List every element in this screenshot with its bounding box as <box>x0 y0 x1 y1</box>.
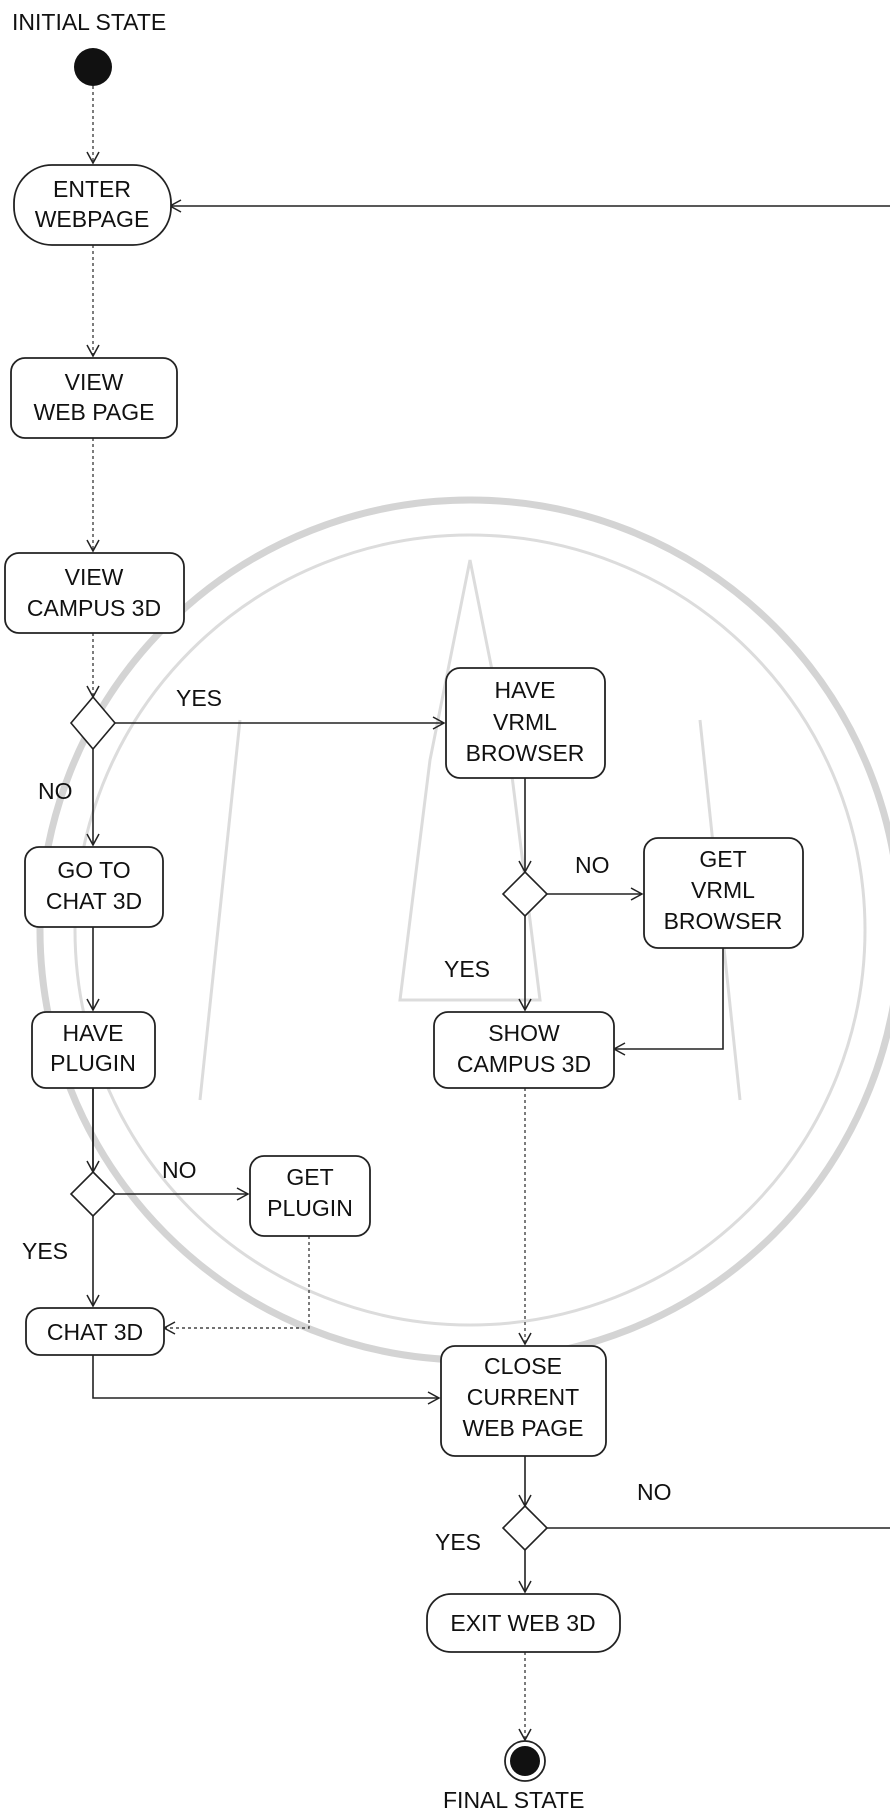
guard-d3-no: NO <box>162 1157 197 1183</box>
svg-text:GET: GET <box>286 1164 333 1190</box>
final-state-label: FINAL STATE <box>443 1787 584 1813</box>
node-get-vrml-browser: GET VRML BROWSER <box>643 837 804 949</box>
node-show-campus-3d: SHOW CAMPUS 3D <box>433 1011 615 1089</box>
node-chat-3d: CHAT 3D <box>25 1307 165 1356</box>
svg-text:CAMPUS 3D: CAMPUS 3D <box>27 595 161 621</box>
svg-text:CLOSE: CLOSE <box>484 1353 562 1379</box>
guard-d3-yes: YES <box>22 1238 68 1264</box>
svg-text:BROWSER: BROWSER <box>664 908 783 934</box>
edge-getplugin-chat <box>162 1236 310 1335</box>
guard-d4-no: NO <box>637 1479 672 1505</box>
guard-d1-no: NO <box>38 778 73 804</box>
svg-text:PLUGIN: PLUGIN <box>267 1195 353 1221</box>
svg-text:CAMPUS 3D: CAMPUS 3D <box>457 1051 591 1077</box>
decision-have-plugin <box>69 1170 117 1218</box>
svg-text:GET: GET <box>699 846 746 872</box>
decision-vrml <box>69 695 117 751</box>
edge-chat-close <box>92 1355 441 1405</box>
node-view-campus-3d: VIEW CAMPUS 3D <box>4 552 185 634</box>
svg-text:WEB PAGE: WEB PAGE <box>34 399 155 425</box>
svg-text:EXIT WEB 3D: EXIT WEB 3D <box>450 1610 595 1636</box>
node-view-web-page: VIEW WEB PAGE <box>10 357 178 439</box>
guard-d4-yes: YES <box>435 1529 481 1555</box>
node-have-plugin: HAVE PLUGIN <box>31 1011 156 1089</box>
svg-text:CHAT 3D: CHAT 3D <box>47 1319 143 1345</box>
svg-text:VRML: VRML <box>691 877 755 903</box>
svg-text:WEBPAGE: WEBPAGE <box>35 206 150 232</box>
svg-text:CHAT 3D: CHAT 3D <box>46 888 142 914</box>
node-enter-webpage: ENTER WEBPAGE <box>13 164 172 246</box>
guard-d1-yes: YES <box>176 685 222 711</box>
svg-text:VIEW: VIEW <box>65 564 124 590</box>
guard-d2-no: NO <box>575 852 610 878</box>
initial-state-label: INITIAL STATE <box>12 9 166 35</box>
guard-d2-yes: YES <box>444 956 490 982</box>
svg-text:VRML: VRML <box>493 709 557 735</box>
edge-get-vrml-show <box>612 948 724 1056</box>
node-get-plugin: GET PLUGIN <box>249 1155 371 1237</box>
svg-text:BROWSER: BROWSER <box>466 740 585 766</box>
svg-text:HAVE: HAVE <box>63 1020 124 1046</box>
svg-text:ENTER: ENTER <box>53 176 131 202</box>
decision-have-browser <box>501 870 549 918</box>
svg-text:VIEW: VIEW <box>65 369 124 395</box>
svg-text:PLUGIN: PLUGIN <box>50 1050 136 1076</box>
final-state-node <box>510 1746 540 1776</box>
svg-text:HAVE: HAVE <box>495 677 556 703</box>
svg-text:SHOW: SHOW <box>488 1020 560 1046</box>
initial-state-node <box>74 48 112 86</box>
decision-exit <box>501 1504 549 1552</box>
node-exit-web-3d: EXIT WEB 3D <box>426 1593 621 1653</box>
svg-text:WEB PAGE: WEB PAGE <box>463 1415 584 1441</box>
node-close-current-web-page: CLOSE CURRENT WEB PAGE <box>440 1345 607 1457</box>
node-have-vrml-browser: HAVE VRML BROWSER <box>445 667 606 779</box>
svg-text:GO TO: GO TO <box>57 857 130 883</box>
svg-text:CURRENT: CURRENT <box>467 1384 579 1410</box>
node-go-to-chat-3d: GO TO CHAT 3D <box>24 846 164 928</box>
